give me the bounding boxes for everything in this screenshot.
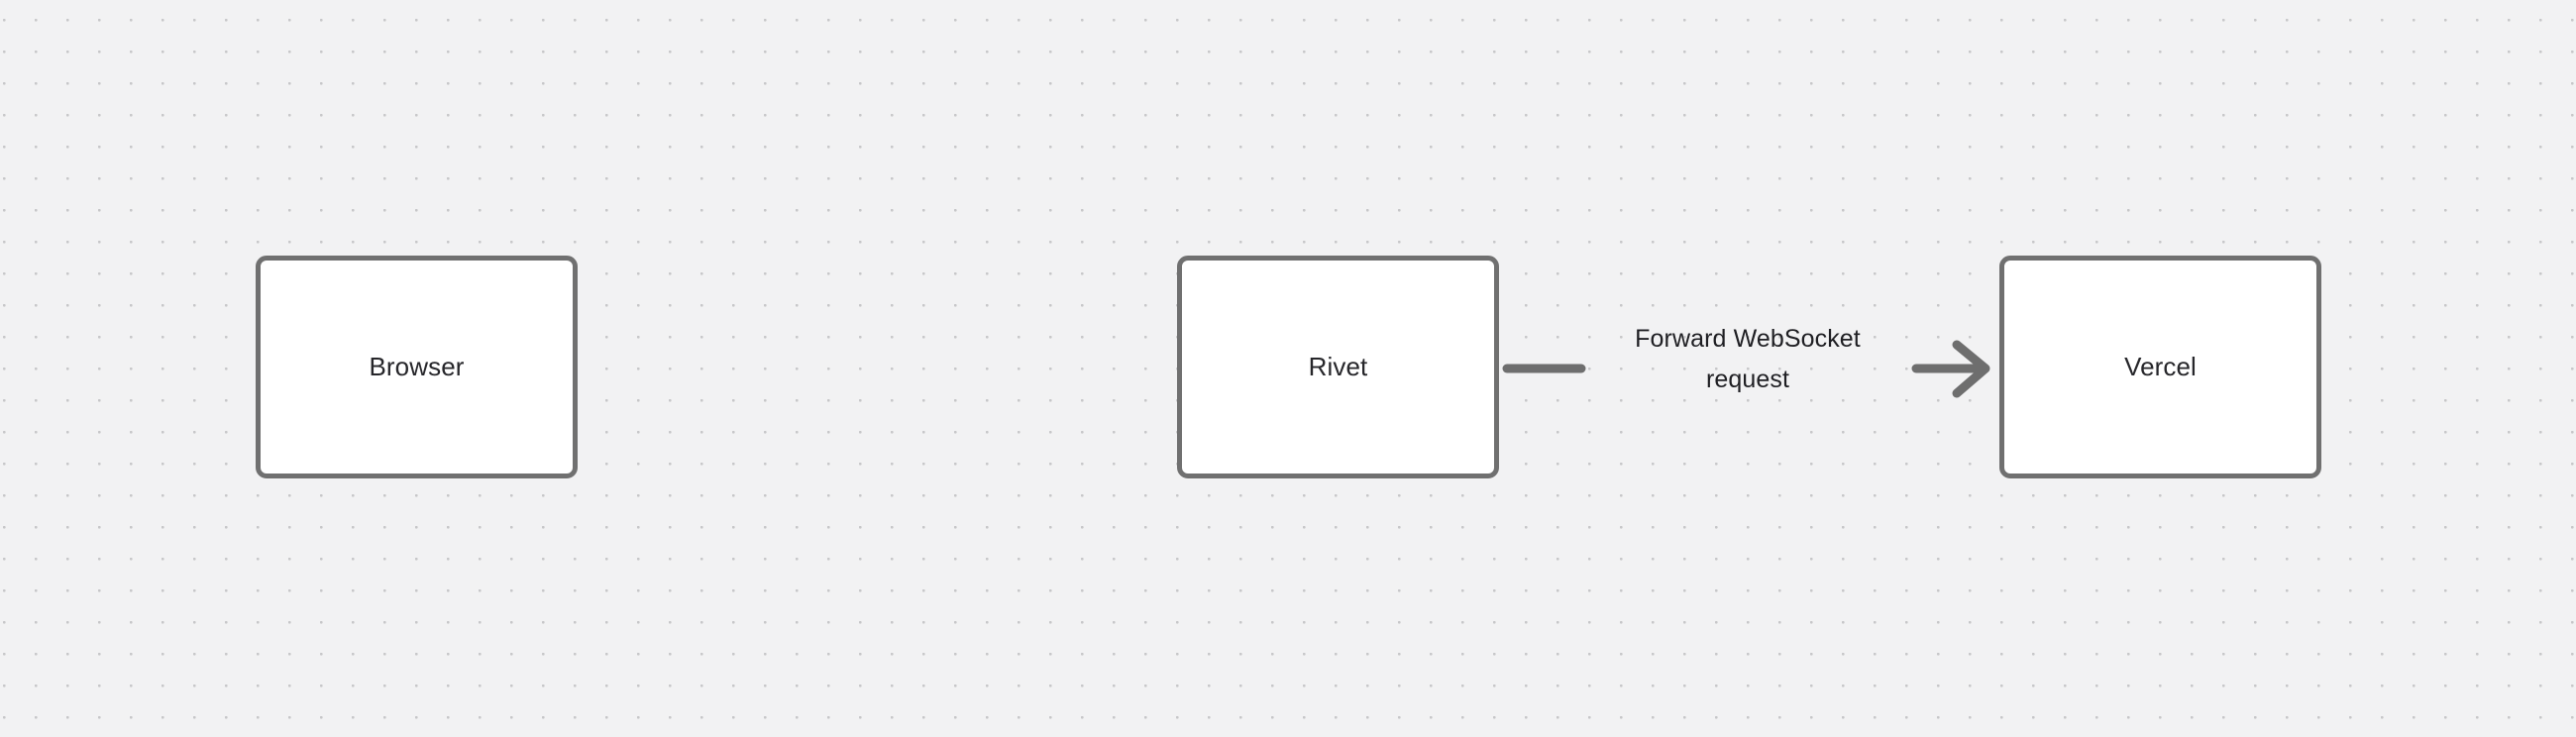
node-vercel[interactable]: Vercel — [1999, 256, 2321, 478]
edge-label-rivet-vercel: Forward WebSocket request — [1635, 325, 1861, 393]
edge-arrowhead-icon — [1952, 340, 1990, 398]
node-vercel-label: Vercel — [2124, 351, 2197, 381]
node-rivet-label: Rivet — [1308, 351, 1368, 381]
node-browser-label: Browser — [369, 351, 465, 381]
node-browser[interactable]: Browser — [256, 256, 578, 478]
node-rivet[interactable]: Rivet — [1177, 256, 1499, 478]
